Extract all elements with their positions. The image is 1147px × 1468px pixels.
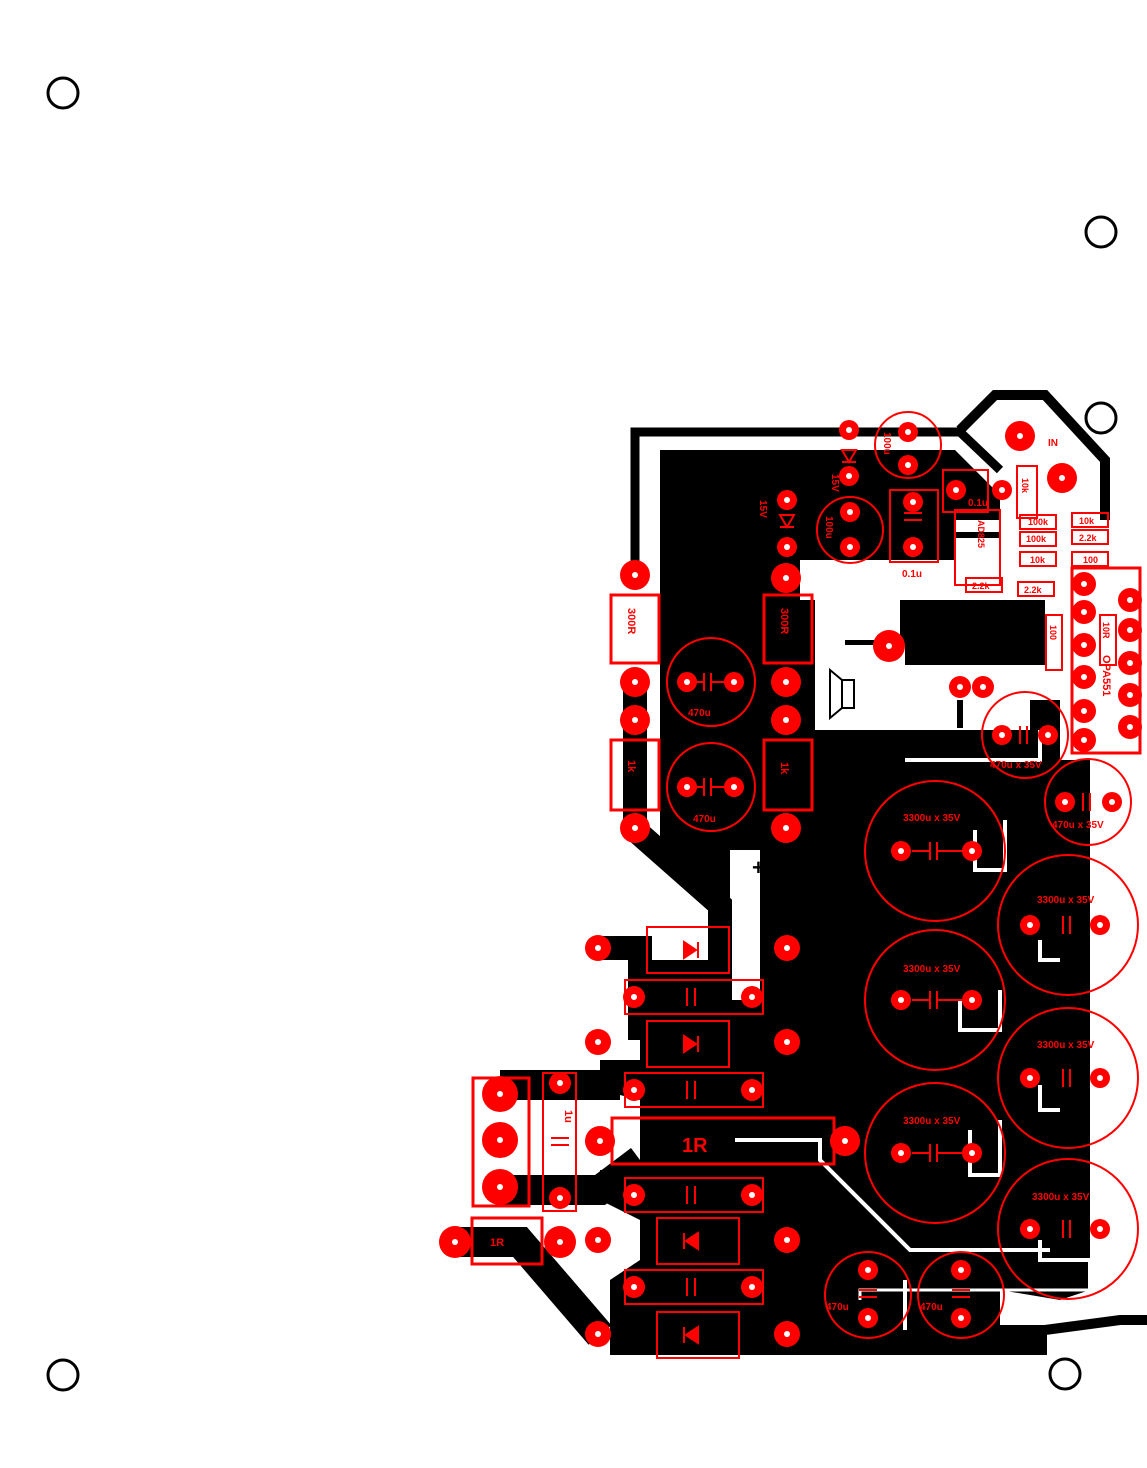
cap-3300u-5-outline xyxy=(864,1082,1006,1224)
label-10k-a: 10k xyxy=(1020,478,1030,494)
label-470u-b: 470u xyxy=(693,814,716,825)
label-100-a: 100 xyxy=(1083,555,1098,565)
diode-symbols xyxy=(683,940,699,1345)
label-100u-b: 100u xyxy=(823,516,834,539)
label-opa551: OPA551 xyxy=(1100,655,1112,696)
label-2k2-a: 2.2k xyxy=(1079,533,1098,543)
trace-left xyxy=(623,680,732,1140)
trace-reg2 xyxy=(500,1148,649,1205)
mount-hole-top-left xyxy=(46,76,80,110)
cap-3300u-2-outline xyxy=(997,854,1139,996)
label-1r-small: 1R xyxy=(490,1237,504,1249)
mount-hole-bottom-left xyxy=(46,1358,80,1392)
label-470u35v-b: 470u x 35V xyxy=(1052,820,1104,831)
label-10k-c: 10k xyxy=(1079,516,1095,526)
cap-470u35v-a-outline xyxy=(981,691,1069,779)
label-470u-c: 470u xyxy=(826,1302,849,1313)
label-1u: 1u xyxy=(562,1110,574,1123)
diode-3-outline xyxy=(656,1217,740,1265)
label-470u-a: 470u xyxy=(688,708,711,719)
label-100u-a: 100u xyxy=(881,432,892,455)
label-1k-b: 1k xyxy=(778,762,790,775)
resistor-1k-left xyxy=(609,738,661,812)
speaker-icon xyxy=(829,667,855,721)
label-3300u-4: 3300u x 35V xyxy=(1037,1040,1095,1051)
cap-symbols xyxy=(551,512,1091,1298)
label-15v-b: 15V xyxy=(757,500,768,518)
cap-01u-b-outline xyxy=(942,469,989,513)
mount-hole-top-right xyxy=(1084,215,1118,249)
label-01u-a: 0.1u xyxy=(902,569,922,580)
label-300r-b: 300R xyxy=(778,608,790,634)
cap-470u-a-outline xyxy=(666,637,756,727)
resistor-1r-small-outline xyxy=(470,1216,544,1266)
mount-hole-mid-right xyxy=(1084,401,1118,435)
label-15v-a: 15V xyxy=(829,474,840,492)
label-in: IN xyxy=(1048,438,1058,449)
resistor-1k-right xyxy=(762,738,814,812)
resistor-300r-right xyxy=(762,593,814,665)
cap-3300u-6-outline xyxy=(997,1158,1139,1300)
label-2k2-c: 2.2k xyxy=(972,581,991,591)
cap-100u-b-outline xyxy=(816,496,884,564)
diode-4-outline xyxy=(656,1311,740,1359)
pad-holes xyxy=(452,427,1133,1337)
silk-labels: IN 15V 15V 100u 100u 0.1u 0.1u 300R 300R… xyxy=(490,432,1112,1313)
label-3300u-5: 3300u x 35V xyxy=(903,1116,961,1127)
ic-ad825-outline xyxy=(954,509,1001,586)
trace-1r xyxy=(455,1227,612,1345)
trace-outer xyxy=(630,427,1004,575)
label-470u35v-a: 470u x 35V xyxy=(990,760,1042,771)
cap-3300u-3-outline xyxy=(864,929,1006,1071)
label-1k-a: 1k xyxy=(625,760,637,773)
resistor-300r-left xyxy=(609,593,661,665)
label-3300u-3: 3300u x 35V xyxy=(903,964,961,975)
diode-2-outline xyxy=(646,1020,730,1068)
label-100-b: 100 xyxy=(1048,625,1058,640)
cap-3300u-1-outline xyxy=(864,780,1006,922)
cap-01u-a-outline xyxy=(889,489,939,563)
label-100k-b: 100k xyxy=(1026,534,1047,544)
label-1r-big: 1R xyxy=(682,1135,708,1157)
label-10r: 10R xyxy=(1101,622,1111,639)
label-01u-b: 0.1u xyxy=(968,498,988,509)
cap-470u-c-outline xyxy=(824,1251,912,1339)
trace-input-frame xyxy=(956,390,1110,520)
label-470u-d: 470u xyxy=(920,1302,943,1313)
label-3300u-2: 3300u x 35V xyxy=(1037,895,1095,906)
label-100k-a: 100k xyxy=(1028,517,1049,527)
label-10k-b: 10k xyxy=(1030,555,1046,565)
label-plus: + xyxy=(752,855,765,880)
cap-470u35v-b-outline xyxy=(1044,758,1132,846)
diode-1-outline xyxy=(646,926,730,974)
mounting-holes xyxy=(46,76,1118,1392)
cap-470u-d-outline xyxy=(917,1251,1005,1339)
label-3300u-6: 3300u x 35V xyxy=(1032,1192,1090,1203)
label-ad825: AD825 xyxy=(976,520,986,548)
trace-diode xyxy=(598,936,652,1040)
cap-470u-b-outline xyxy=(666,742,756,832)
cap-100u-a-outline xyxy=(874,411,942,479)
mount-hole-bottom-right xyxy=(1048,1357,1082,1391)
label-2k2-b: 2.2k xyxy=(1024,585,1043,595)
label-300r-a: 300R xyxy=(625,608,637,634)
cap-3300u-4-outline xyxy=(997,1007,1139,1149)
label-3300u-1: 3300u x 35V xyxy=(903,813,961,824)
